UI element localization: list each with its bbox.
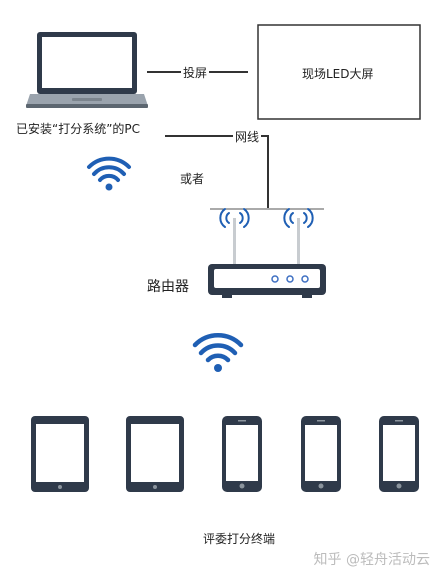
- led-screen-box: [257, 24, 421, 120]
- router-label: 路由器: [147, 279, 189, 295]
- watermark: 知乎 @轻舟活动云: [313, 552, 430, 568]
- terminals-label: 评委打分终端: [203, 532, 276, 546]
- wifi-icon: [192, 333, 244, 372]
- laptop-icon: [26, 32, 148, 108]
- or-label: 或者: [180, 172, 205, 186]
- phone-icon: [301, 416, 341, 492]
- phone-icon: [379, 416, 419, 492]
- cable-label: 网线: [233, 128, 262, 145]
- projection-label: 投屏: [181, 64, 210, 81]
- router-icon: [208, 208, 326, 298]
- wifi-icon: [87, 156, 131, 191]
- phone-icon: [222, 416, 262, 492]
- cable-line: [165, 135, 269, 208]
- tablet-icon: [126, 416, 184, 492]
- led-screen-label: 现场LED大屏: [302, 67, 374, 81]
- pc-label: 已安装“打分系统”的PC: [16, 122, 141, 136]
- tablet-icon: [31, 416, 89, 492]
